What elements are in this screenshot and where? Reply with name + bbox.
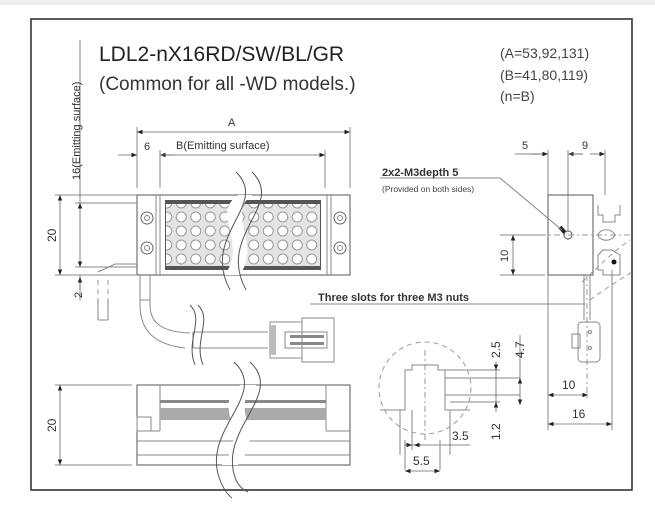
dim-B-label: B(Emitting surface) <box>176 140 270 152</box>
front-view: A 6 B(Emitting surface) 20 <box>45 40 351 321</box>
drawing-subtitle: (Common for all -WD models.) <box>99 74 356 95</box>
drawing-frame <box>30 18 633 491</box>
dim-10-side-label: 10 <box>499 250 511 262</box>
parameter-A: (A=53,92,131) <box>500 45 589 61</box>
dim-6-label: 6 <box>144 141 150 153</box>
mounting-screws <box>140 211 347 255</box>
dim-2-5-label: 2.5 <box>489 341 503 358</box>
dim-20-bottom-label: 20 <box>45 418 59 432</box>
parameter-n: (n=B) <box>500 88 535 104</box>
drawing-title: LDL2-nX16RD/SW/BL/GR <box>99 43 344 66</box>
parameter-list: (A=53,92,131) (B=41,80,119) (n=B) <box>500 45 589 104</box>
slot-detail: 2.5 1.2 4.7 3.5 5.5 <box>378 335 527 474</box>
dim-2-label: 2 <box>73 292 85 298</box>
dim-A-label: A <box>228 117 236 129</box>
dim-10-bottom-label: 10 <box>562 378 576 392</box>
dim-20-front-label: 20 <box>45 228 59 242</box>
cable-and-connector <box>139 275 335 366</box>
slots-note: Three slots for three M3 nuts <box>318 292 469 304</box>
bottom-view: 20 <box>45 361 351 499</box>
parameter-B: (B=41,80,119) <box>500 67 588 83</box>
dim-9-label: 9 <box>582 140 588 152</box>
dim-5-5-label: 5.5 <box>413 454 430 468</box>
dim-16-bottom-label: 16 <box>572 407 586 421</box>
side-view: 5 9 10 2x2-M3depth 5 (Provided on both s… <box>310 140 633 430</box>
dim-4-7-label: 4.7 <box>513 341 527 358</box>
top-bar <box>0 0 655 5</box>
dim-1-2-label: 1.2 <box>489 423 503 440</box>
dim-3-5-label: 3.5 <box>452 429 469 443</box>
dim-5-label: 5 <box>522 140 528 152</box>
dim-16-emitting-label: 16(Emitting surface) <box>71 82 83 180</box>
screw-note: 2x2-M3depth 5 <box>382 167 458 179</box>
screw-note-sub: (Provided on both sides) <box>382 184 474 194</box>
